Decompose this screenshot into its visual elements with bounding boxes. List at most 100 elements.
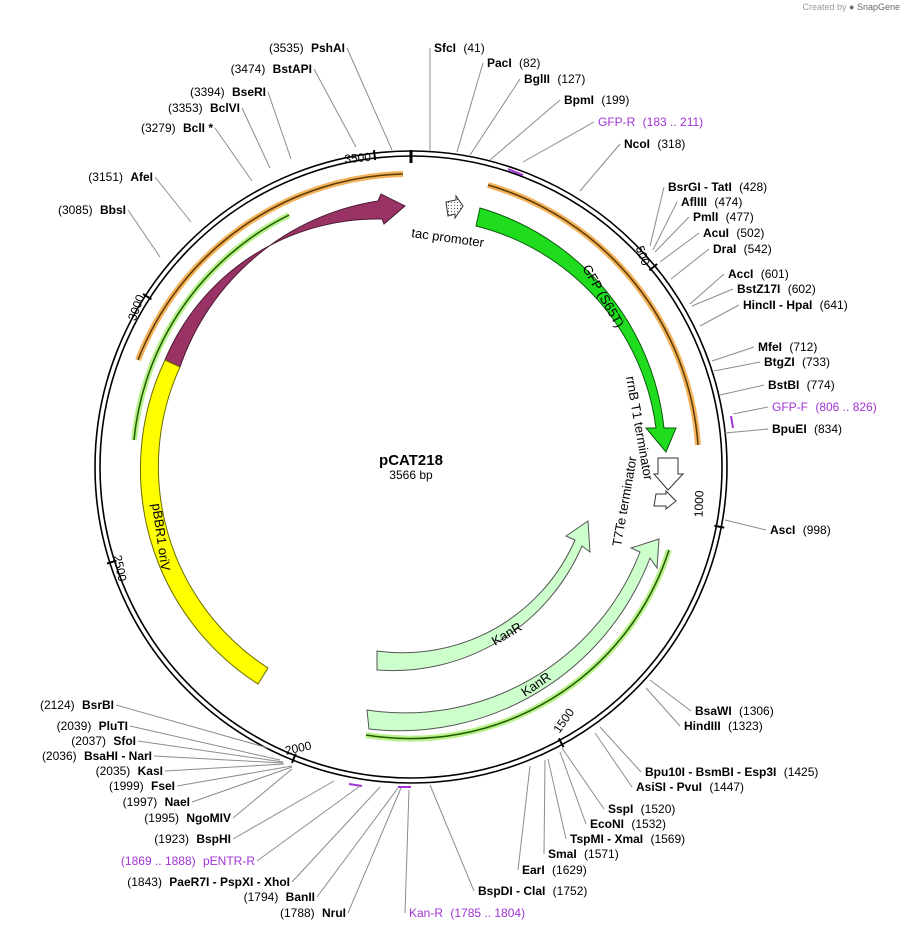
enzyme-label: (3535) PshAI [269, 41, 393, 151]
leader-line [649, 186, 665, 247]
site-label-text: Kan-R (1785 .. 1804) [409, 906, 525, 920]
enzyme-label: HincII - HpaI (641) [699, 298, 848, 327]
feature-pbbr1-oriv [139, 359, 269, 685]
primer-label: Kan-R (1785 .. 1804) [404, 789, 525, 920]
site-label-text: BpmI (199) [564, 93, 629, 107]
leader-line [699, 304, 740, 327]
site-label-text: (2035) KasI [96, 764, 163, 778]
site-label-text: NcoI (318) [624, 137, 685, 151]
enzyme-label: NcoI (318) [579, 137, 685, 192]
enzyme-label: BspDI - ClaI (1752) [429, 784, 587, 898]
enzyme-label: BpuEI (834) [724, 422, 842, 436]
label-kanr-outer: KanR [518, 669, 553, 700]
leader-line [115, 704, 269, 749]
enzyme-label: EarI (1629) [517, 765, 587, 877]
label-gfp: GFP (S65T) [579, 262, 627, 330]
site-label-text: BstBI (774) [768, 378, 835, 392]
leader-line [191, 766, 293, 803]
ruler-tick [648, 263, 658, 272]
enzyme-label: BstBI (774) [719, 378, 835, 396]
enzyme-label: BtgZI (733) [713, 355, 830, 372]
site-label-text: (3394) BseRI [190, 85, 266, 99]
site-label-text: (1794) BanII [244, 890, 315, 904]
site-label-text: (1788) NruI [280, 906, 346, 920]
snapgene-logo-icon: ● [849, 2, 855, 12]
site-label-text: (1869 .. 1888) pENTR-R [121, 854, 255, 868]
site-label-text: (1923) BspHI [154, 832, 231, 846]
plasmid-name: pCAT218 [379, 452, 443, 469]
enzyme-label: PacI (82) [456, 56, 540, 153]
enzyme-label: (3353) BclVI [168, 101, 271, 169]
enzyme-label: HindIII (1323) [645, 687, 763, 733]
enzyme-label: PmlI (477) [654, 210, 754, 253]
credit-prefix: Created by [802, 2, 847, 12]
enzyme-label: (2035) KasI [96, 763, 285, 778]
site-label-text: BglII (127) [524, 72, 585, 86]
leader-line [456, 62, 484, 153]
leader-line [654, 216, 690, 253]
leader-line [645, 687, 681, 727]
feature-rrnb-t1-terminator [652, 457, 685, 491]
site-label-text: AscI (998) [770, 523, 831, 537]
enzyme-label: (3394) BseRI [190, 85, 292, 160]
feature-t7te-terminator [653, 489, 677, 511]
leader-line [129, 725, 281, 761]
site-label-text: (3151) AfeI [88, 170, 153, 184]
enzyme-label: (1794) BanII [244, 787, 399, 904]
enzyme-label: (3151) AfeI [88, 170, 192, 223]
green-arc-bottom-core [365, 549, 670, 740]
feature-tac-promoter [445, 194, 464, 220]
enzyme-label: (1999) FseI [109, 765, 293, 793]
site-label-text: AcuI (502) [703, 226, 764, 240]
site-label-text: GFP-F (806 .. 826) [772, 400, 877, 414]
site-label-text: (3474) BstAPI [231, 62, 312, 76]
enzyme-label: AflIII (474) [652, 195, 742, 251]
enzyme-label: EcoNI (1532) [559, 751, 666, 831]
ruler-tick [557, 737, 565, 748]
enzyme-label: (1788) NruI [280, 787, 402, 920]
enzyme-label: DraI (542) [670, 242, 772, 280]
site-label-text: (3353) BclVI [168, 101, 240, 115]
primer-mark-gfp-r [507, 168, 524, 176]
snapgene-credit: Created by ● SnapGene [802, 2, 900, 12]
site-label-text: HindIII (1323) [684, 719, 763, 733]
ruler-tick [714, 524, 725, 529]
credit-brand: SnapGene [856, 2, 900, 12]
enzyme-label: (3279) BclI * [141, 121, 253, 182]
enzyme-label: (3474) BstAPI [231, 62, 357, 148]
site-label-text: (1843) PaeR7I - PspXI - XhoI [127, 875, 290, 889]
enzyme-label: SfcI (41) [429, 41, 485, 151]
enzyme-label: BsaWI (1306) [649, 679, 774, 718]
leader-line [652, 201, 678, 251]
feature-kanr-inner [376, 520, 591, 672]
site-label-text: BsaWI (1306) [695, 704, 774, 718]
enzyme-label: AcuI (502) [659, 226, 764, 263]
leader-line [316, 787, 399, 898]
leader-line [267, 91, 292, 160]
ruler-label: 3500 [344, 150, 372, 166]
leader-line [517, 765, 531, 871]
site-label-text: (3279) BclI * [141, 121, 213, 135]
site-label-text: BspDI - ClaI (1752) [478, 884, 587, 898]
ruler-tick [106, 559, 117, 565]
leader-line [599, 726, 642, 773]
site-label-text: SmaI (1571) [548, 847, 619, 861]
ruler-label: 1000 [692, 490, 707, 517]
leader-line [732, 406, 769, 415]
leader-line [649, 679, 692, 712]
primer-label: GFP-R (183 .. 211) [522, 115, 703, 163]
leader-line [291, 786, 381, 883]
site-label-text: GFP-R (183 .. 211) [598, 115, 703, 129]
enzyme-label: AscI (998) [724, 519, 831, 537]
site-label-text: (2037) SfoI [71, 734, 136, 748]
enzyme-label: (2036) BsaHI - NarI [42, 749, 284, 764]
leader-line [579, 143, 621, 192]
leader-line [724, 519, 767, 531]
leader-line [691, 288, 734, 307]
leader-line [559, 751, 587, 825]
enzyme-label: AccI (601) [689, 267, 789, 305]
site-label-text: Bpu10I - BsmBI - Esp3I (1425) [645, 765, 818, 779]
leader-line [689, 273, 725, 305]
site-label-text: (2036) BsaHI - NarI [42, 749, 152, 763]
